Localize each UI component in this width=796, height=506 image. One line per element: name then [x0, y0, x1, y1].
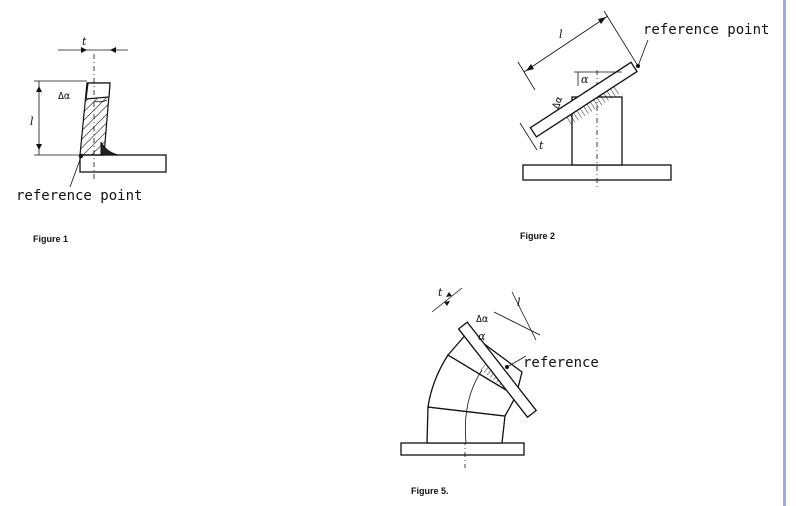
figure2-label-t: t [539, 139, 544, 152]
figure1-reference-leader [69, 156, 82, 188]
figure5-reference-label: reference [523, 355, 599, 371]
figure2-label-angle: Δα [551, 95, 565, 110]
figure2-ext-left [517, 61, 536, 91]
figure5-length-dim [511, 291, 537, 341]
figure5-pipe-seam [465, 369, 483, 444]
figure2-label-alpha: α [581, 73, 589, 86]
figure2-reference-leader [637, 39, 649, 67]
figure1-label-t: t [82, 35, 87, 48]
figure-1: t l Δα reference point Figure 1 [16, 35, 167, 244]
figure2-ext-right [603, 10, 639, 67]
figure1-plate-top [85, 82, 111, 100]
figure1-weld [100, 141, 119, 156]
figure1-base-plate [79, 154, 167, 173]
figure1-label-angle: Δα [58, 91, 70, 102]
figure2-thickness-dim [519, 122, 538, 151]
figure1-label-l: l [30, 115, 34, 128]
figure5-label-alpha: α [478, 330, 486, 343]
figure1-reference-marker [78, 153, 84, 159]
figure5-tilted-plate [457, 321, 538, 419]
figure1-caption: Figure 1 [33, 234, 68, 244]
figure2-length-dim [523, 15, 609, 73]
figure5-label-t: t [438, 286, 443, 299]
figure5-thickness-dim [431, 287, 463, 313]
figure5-caption: Figure 5. [411, 486, 449, 496]
figure5-thickness-arrows [444, 292, 452, 306]
figure1-angle-arc [93, 99, 108, 103]
figure2-caption: Figure 2 [520, 231, 555, 241]
figure5-base-plate [400, 442, 525, 456]
figure1-reference-label: reference point [16, 188, 142, 204]
figure2-label-l: l [559, 28, 563, 41]
figure5-label-angle: Δα [476, 314, 488, 325]
figure2-weld-ticks [565, 85, 621, 126]
figure2-reference-label: reference point [643, 22, 769, 38]
figure-2: l reference point α Δα t Figure 2 [517, 10, 769, 241]
figure-5: t Δα α l reference Figure 5. [400, 286, 599, 496]
figure5-ext-left [493, 311, 541, 336]
window-border [783, 0, 786, 506]
figure5-label-l: l [517, 296, 521, 309]
figure5-reference-leader [506, 355, 527, 368]
